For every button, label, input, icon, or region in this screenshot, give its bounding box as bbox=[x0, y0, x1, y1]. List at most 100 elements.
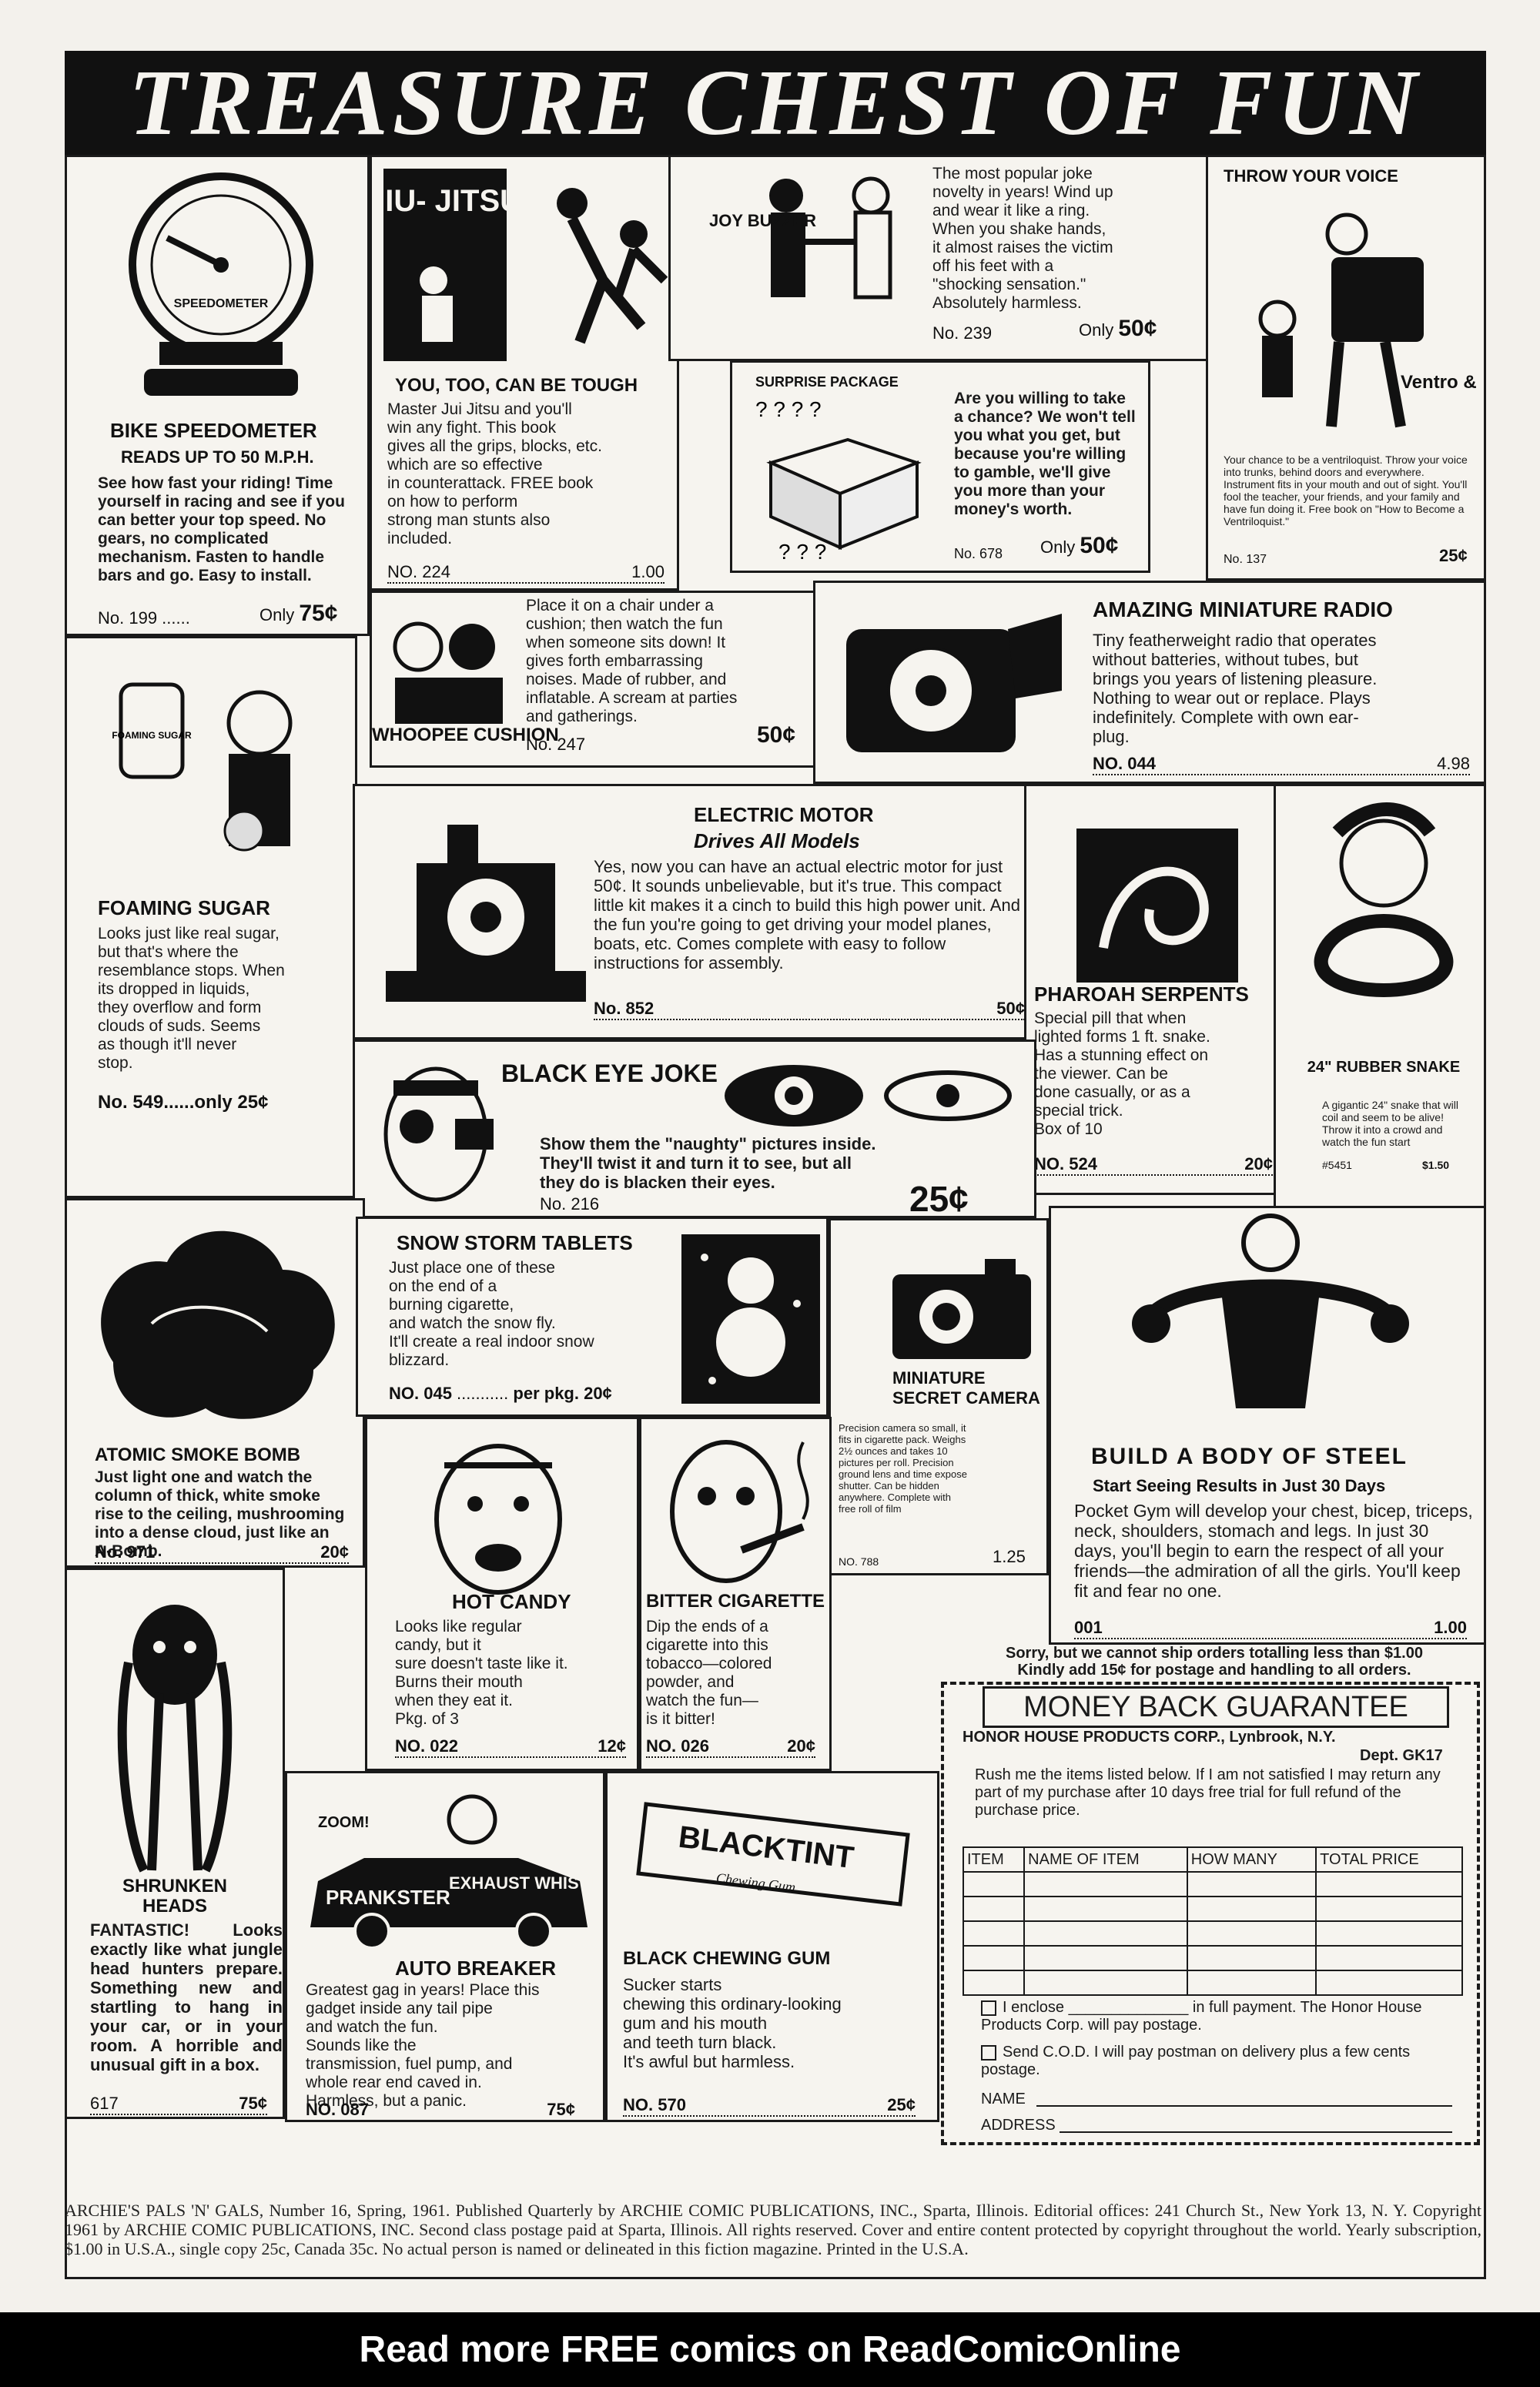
auto-breaker-item-number: NO. 087 bbox=[306, 2100, 369, 2119]
bitter-description: Dip the ends of a cigarette into this to… bbox=[646, 1618, 772, 1728]
ad-black-eye-joke: BLACK EYE JOKE Show them the "naughty" p… bbox=[353, 1040, 1036, 1218]
speedometer-illustration: SPEEDOMETER bbox=[113, 165, 329, 403]
throw-voice-description: Your chance to be a ventriloquist. Throw… bbox=[1224, 454, 1468, 527]
department-code: Dept. GK17 bbox=[1360, 1747, 1443, 1764]
throw-voice-item-number: No. 137 bbox=[1224, 553, 1267, 566]
whoopee-illustration bbox=[380, 601, 518, 732]
book-title: JIU- JITSU bbox=[380, 184, 518, 218]
black-eye-title: BLACK EYE JOKE bbox=[501, 1060, 718, 1087]
ad-pharoah-serpents: PHAROAH SERPENTS Special pill that when … bbox=[1024, 784, 1286, 1195]
motor-price: 50¢ bbox=[996, 999, 1025, 1018]
name-field[interactable] bbox=[1036, 2105, 1452, 2107]
order-row[interactable] bbox=[962, 1945, 1463, 1971]
order-table-header: ITEM NAME OF ITEM HOW MANY TOTAL PRICE bbox=[962, 1846, 1463, 1873]
auto-breaker-description: Greatest gag in years! Place this gadget… bbox=[306, 1981, 540, 2110]
jiu-jitsu-title: YOU, TOO, CAN BE TOUGH bbox=[395, 375, 638, 396]
ad-body-of-steel: BUILD A BODY OF STEEL Start Seeing Resul… bbox=[1049, 1206, 1486, 1645]
body-steel-price: 1.00 bbox=[1434, 1618, 1467, 1637]
hot-candy-price: 12¢ bbox=[598, 1736, 626, 1756]
joy-buzzer-item-number: No. 239 bbox=[932, 323, 993, 343]
speedometer-price: 75¢ bbox=[299, 601, 338, 626]
gum-price: 25¢ bbox=[887, 2095, 916, 2114]
column-item: ITEM bbox=[962, 1846, 1026, 1873]
snowstorm-item-number: NO. 045 bbox=[389, 1384, 452, 1403]
publication-footer: ARCHIE'S PALS 'N' GALS, Number 16, Sprin… bbox=[65, 2201, 1481, 2258]
auto-breaker-title: AUTO BREAKER bbox=[395, 1957, 556, 1980]
enclose-payment-checkbox[interactable] bbox=[981, 2000, 996, 2016]
column-how-many: HOW MANY bbox=[1186, 1846, 1317, 1873]
speedometer-description: See how fast your riding! Time yourself … bbox=[98, 474, 345, 584]
black-eye-item-number: No. 216 bbox=[540, 1194, 600, 1214]
order-table: ITEM NAME OF ITEM HOW MANY TOTAL PRICE bbox=[962, 1846, 1463, 1996]
ad-secret-camera: MINIATURE SECRET CAMERA Precision camera… bbox=[829, 1218, 1049, 1575]
ad-foaming-sugar: FOAMING SUGAR FOAMING SUGAR Looks just l… bbox=[65, 636, 357, 1198]
joy-buzzer-description: The most popular joke novelty in years! … bbox=[932, 165, 1113, 312]
ad-throw-your-voice: THROW YOUR VOICE Ventro & Book Your chan… bbox=[1206, 155, 1486, 581]
read-more-banner[interactable]: Read more FREE comics on ReadComicOnline bbox=[0, 2312, 1540, 2387]
speedometer-title: BIKE SPEEDOMETER bbox=[110, 419, 317, 442]
joy-buzzer-price: 50¢ bbox=[1118, 316, 1157, 341]
whoopee-price: 50¢ bbox=[757, 722, 796, 748]
snowstorm-title: SNOW STORM TABLETS bbox=[397, 1231, 633, 1254]
bitter-price: 20¢ bbox=[787, 1736, 815, 1756]
foaming-description: Looks just like real sugar, but that's w… bbox=[98, 925, 285, 1072]
serpent-illustration bbox=[1073, 825, 1242, 986]
speedometer-item-number: No. 199 ...... bbox=[98, 608, 190, 628]
surprise-description: Are you willing to take a chance? We won… bbox=[954, 390, 1136, 518]
speedometer-subtitle: READS UP TO 50 M.P.H. bbox=[121, 447, 314, 467]
gum-item-number: NO. 570 bbox=[623, 2095, 686, 2114]
column-name-of-item: NAME OF ITEM bbox=[1023, 1846, 1188, 1873]
ad-surprise-package: SURPRISE PACKAGE ? ? ? ?? ? ? Are you wi… bbox=[730, 360, 1150, 573]
motor-subtitle: Drives All Models bbox=[694, 829, 860, 852]
electric-motor-illustration bbox=[370, 802, 601, 1017]
jiu-jitsu-description: Master Jui Jitsu and you'll win any figh… bbox=[387, 400, 602, 547]
rubber-snake-item-number: #5451 bbox=[1322, 1159, 1352, 1171]
address-field[interactable] bbox=[1060, 2131, 1452, 2133]
serpents-title: PHAROAH SERPENTS bbox=[1034, 983, 1249, 1006]
order-row[interactable] bbox=[962, 1970, 1463, 1996]
snowstorm-description: Just place one of these on the end of a … bbox=[389, 1259, 594, 1369]
whoopee-item-number: No. 247 bbox=[526, 735, 586, 754]
rubber-snake-illustration bbox=[1291, 802, 1476, 1048]
jiu-jitsu-price: 1.00 bbox=[631, 562, 665, 581]
throw-voice-title: THROW YOUR VOICE bbox=[1224, 166, 1398, 186]
rubber-snake-price: $1.50 bbox=[1422, 1159, 1450, 1171]
black-eye-face-illustration bbox=[370, 1057, 501, 1211]
bitter-title: BITTER CIGARETTE bbox=[646, 1591, 825, 1612]
order-row[interactable] bbox=[962, 1896, 1463, 1922]
motor-description: Yes, now you can have an actual electric… bbox=[594, 857, 1020, 973]
atomic-title: ATOMIC SMOKE BOMB bbox=[95, 1445, 301, 1465]
svg-text:? ? ? ?: ? ? ? ? bbox=[755, 397, 822, 421]
cod-checkbox[interactable] bbox=[981, 2044, 996, 2061]
body-steel-subtitle: Start Seeing Results in Just 30 Days bbox=[1093, 1476, 1386, 1495]
shrunken-description: FANTASTIC! Looks exactly like what jungl… bbox=[90, 1920, 283, 2074]
black-eye-price: 25¢ bbox=[909, 1179, 969, 1218]
smoke-cloud-illustration bbox=[82, 1208, 352, 1439]
body-steel-title: BUILD A BODY OF STEEL bbox=[1091, 1444, 1408, 1469]
surprise-item-number: No. 678 bbox=[954, 546, 1003, 561]
surprise-title: SURPRISE PACKAGE bbox=[755, 374, 899, 390]
exhaust-whistle-label: EXHAUST WHISTLE bbox=[449, 1873, 595, 1893]
package-illustration: ? ? ? ?? ? ? bbox=[748, 393, 932, 563]
radio-item-number: NO. 044 bbox=[1093, 754, 1156, 773]
serpents-description: Special pill that when lighted forms 1 f… bbox=[1034, 1009, 1210, 1138]
foaming-sugar-illustration: FOAMING SUGAR bbox=[90, 654, 336, 885]
order-row[interactable] bbox=[962, 1871, 1463, 1897]
foaming-title: FOAMING SUGAR bbox=[98, 896, 270, 919]
whoopee-description: Place it on a chair under a cushion; the… bbox=[526, 597, 738, 725]
radio-price: 4.98 bbox=[1437, 754, 1470, 773]
motor-title: ELECTRIC MOTOR bbox=[694, 803, 874, 826]
hot-candy-title: HOT CANDY bbox=[452, 1590, 571, 1613]
shrunken-head-illustration bbox=[98, 1585, 252, 1878]
radio-title: AMAZING MINIATURE RADIO bbox=[1093, 598, 1393, 621]
ventriloquist-illustration: Ventro & Book bbox=[1224, 196, 1478, 442]
wrestlers-illustration bbox=[526, 172, 672, 357]
order-row[interactable] bbox=[962, 1920, 1463, 1947]
speedometer-price-prefix: Only bbox=[259, 605, 295, 624]
surprise-price: 50¢ bbox=[1080, 533, 1119, 558]
foaming-item-number-price: No. 549......only 25¢ bbox=[98, 1092, 269, 1113]
